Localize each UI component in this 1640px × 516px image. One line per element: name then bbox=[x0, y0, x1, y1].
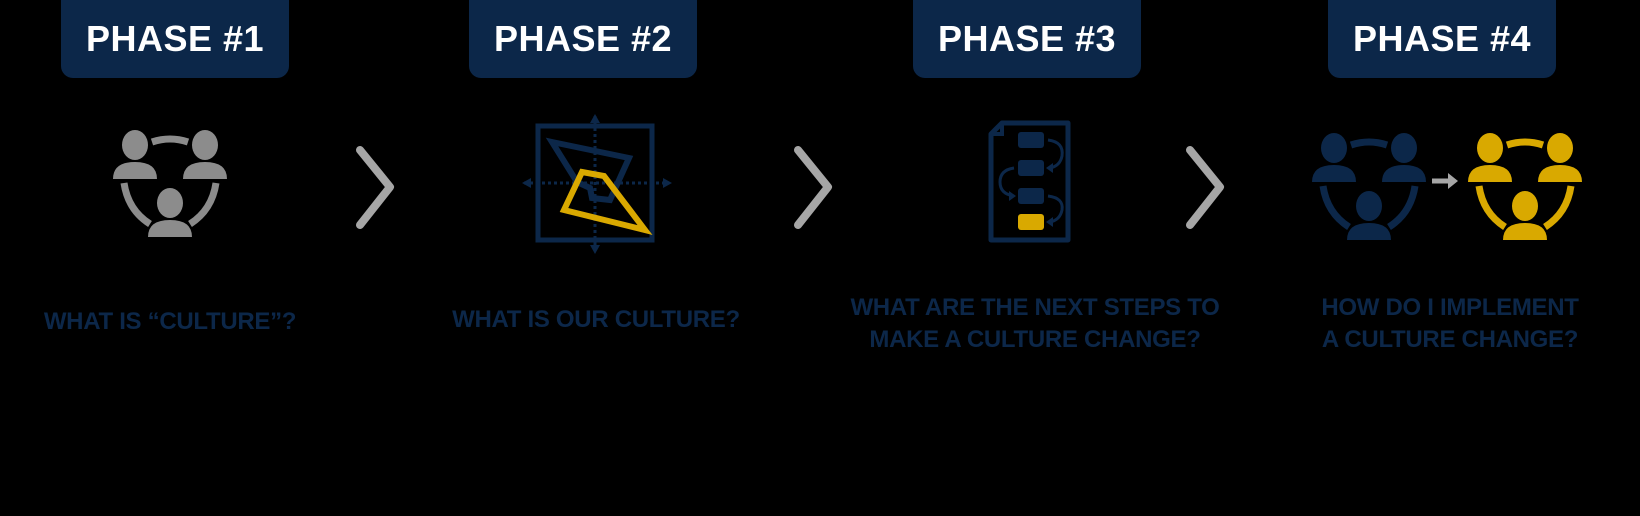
phase-3-label: PHASE #3 bbox=[937, 18, 1117, 59]
phase-2-question: WHAT IS OUR CULTURE? bbox=[437, 304, 755, 336]
shapes-on-axes-icon bbox=[522, 114, 672, 254]
question-line: HOW DO I IMPLEMENT bbox=[1321, 294, 1579, 321]
people-circle-icon bbox=[113, 130, 227, 237]
phase-1-question: WHAT IS “CULTURE”? bbox=[36, 306, 304, 338]
arrow-right-icon bbox=[1432, 173, 1458, 189]
future-group-icon bbox=[1468, 133, 1582, 240]
group-transformation-icon bbox=[1312, 133, 1582, 240]
chevron-right-icon bbox=[1186, 146, 1224, 229]
chevron-right-icon bbox=[794, 146, 832, 229]
question-line: MAKE A CULTURE CHANGE? bbox=[869, 326, 1201, 353]
phase-1-label: PHASE #1 bbox=[85, 18, 265, 59]
phase-1-header: PHASE #1 bbox=[61, 0, 289, 78]
question-line: A CULTURE CHANGE? bbox=[1321, 326, 1579, 353]
current-group-icon bbox=[1312, 133, 1426, 240]
phase-2-label: PHASE #2 bbox=[493, 18, 673, 59]
process-flow-document-icon bbox=[988, 120, 1071, 243]
chevron-right-icon bbox=[356, 146, 394, 229]
phase-3-question: WHAT ARE THE NEXT STEPS TO MAKE A CULTUR… bbox=[835, 292, 1235, 356]
phase-2-header: PHASE #2 bbox=[469, 0, 697, 78]
question-line: WHAT IS OUR CULTURE? bbox=[452, 306, 740, 333]
phase-3-header: PHASE #3 bbox=[913, 0, 1141, 78]
phase-4-header: PHASE #4 bbox=[1328, 0, 1556, 78]
phase-4-question: HOW DO I IMPLEMENT A CULTURE CHANGE? bbox=[1290, 292, 1610, 356]
question-line: WHAT IS “CULTURE”? bbox=[43, 308, 297, 335]
question-line: WHAT ARE THE NEXT STEPS TO bbox=[850, 294, 1220, 321]
phase-4-label: PHASE #4 bbox=[1352, 18, 1532, 59]
